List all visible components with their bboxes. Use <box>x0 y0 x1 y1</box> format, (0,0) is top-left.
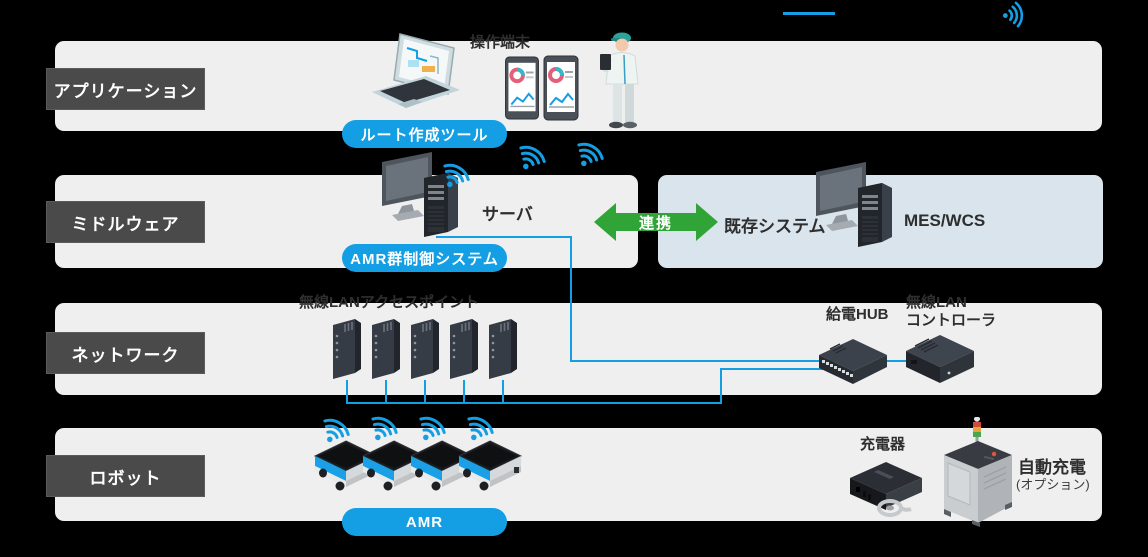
operator-person-graphic <box>598 30 648 147</box>
layer-label-network-text: ネットワーク <box>71 345 180 365</box>
amr-badge-text: AMR <box>405 513 444 531</box>
tablet-graphic-1 <box>504 56 540 125</box>
amr-robot-graphic-4 <box>456 440 524 501</box>
amr-system-badge: AMR群制御システム <box>342 244 507 272</box>
server-graphic <box>382 152 462 249</box>
layer-label-network: ネットワーク <box>46 332 205 374</box>
wifi-icon-amr-2 <box>366 408 404 450</box>
mes-label: MES/WCS <box>904 211 986 230</box>
cable-hub-branch-h <box>720 368 832 370</box>
wifi-icon-server <box>438 155 476 197</box>
mes-server-graphic <box>816 162 896 259</box>
autocharge-note: (オプション) <box>1016 477 1090 492</box>
wifi-icon-tablet-1 <box>514 137 552 179</box>
decor-blue-line-top <box>783 12 835 15</box>
charging-station-graphic <box>942 417 1014 532</box>
hub-label: 給電HUB <box>826 306 889 323</box>
route-tool-badge: ルート作成ツール <box>342 120 507 148</box>
cable-ap-stub-4 <box>463 380 465 404</box>
laptop-graphic <box>370 32 462 125</box>
charger-graphic <box>848 458 924 523</box>
wifi-icon-amr-3 <box>414 408 452 450</box>
cable-hub-branch-v <box>720 368 722 404</box>
wifi-icon-top-right <box>995 0 1035 37</box>
amr-robot-graphic-1 <box>312 440 380 501</box>
link-arrow: 連携 <box>592 198 720 246</box>
double-arrow-icon <box>594 203 718 241</box>
cable-hub-to-controller <box>880 360 912 362</box>
wifi-icon-amr-1 <box>318 410 356 452</box>
charger-label: 充電器 <box>860 436 906 453</box>
controller-label-line2: コントローラ <box>906 312 997 329</box>
layer-label-middleware-text: ミドルウェア <box>71 214 180 234</box>
cable-ap-stub-2 <box>385 380 387 404</box>
wifi-icon-tablet-2 <box>572 134 610 176</box>
hub-graphic <box>818 336 888 393</box>
cable-ap-stub-5 <box>502 380 504 404</box>
route-tool-badge-text: ルート作成ツール <box>360 126 489 144</box>
amr-system-badge-text: AMR群制御システム <box>350 250 499 268</box>
layer-label-application: アプリケーション <box>46 68 205 110</box>
access-point-graphic-1 <box>330 316 364 385</box>
autocharge-label: 自動充電 <box>1018 458 1086 477</box>
wifi-icon-amr-4 <box>462 408 500 450</box>
cable-ap-stub-1 <box>346 380 348 404</box>
server-label: サーバ <box>482 205 533 224</box>
tablet-graphic-2 <box>543 55 579 126</box>
terminal-label: 操作端末 <box>470 34 531 51</box>
existing-system-label: 既存システム <box>724 217 826 236</box>
band-robot <box>55 428 1102 521</box>
cable-to-hub <box>570 360 842 362</box>
access-point-graphic-4 <box>447 316 481 385</box>
link-label: 連携 <box>638 214 673 232</box>
layer-label-robot: ロボット <box>46 455 205 497</box>
ap-label: 無線LANアクセスポイント <box>299 294 480 311</box>
access-point-graphic-5 <box>486 316 520 385</box>
layer-label-robot-text: ロボット <box>89 468 162 488</box>
amr-badge: AMR <box>342 508 507 536</box>
cable-server-out <box>436 236 572 238</box>
cable-server-down <box>570 236 572 362</box>
controller-label-line1: 無線LAN <box>906 294 967 311</box>
wlan-controller-graphic <box>905 332 975 393</box>
cable-ap-stub-3 <box>424 380 426 404</box>
cable-ap-bus <box>346 402 722 404</box>
access-point-graphic-3 <box>408 316 442 385</box>
layer-label-application-text: アプリケーション <box>53 81 198 101</box>
layer-label-middleware: ミドルウェア <box>46 201 205 243</box>
access-point-graphic-2 <box>369 316 403 385</box>
